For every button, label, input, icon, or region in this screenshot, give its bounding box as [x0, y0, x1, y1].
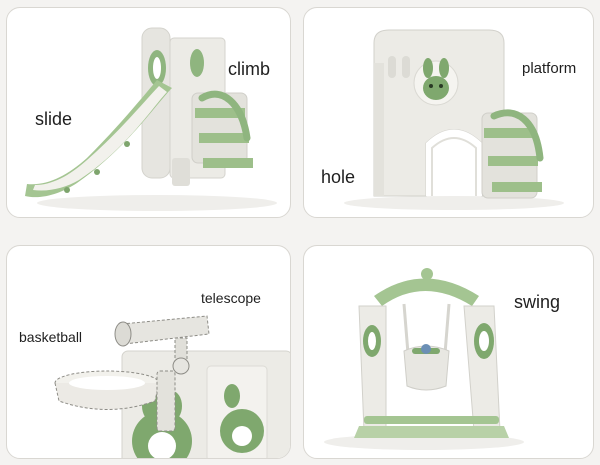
label-telescope: telescope	[201, 290, 261, 306]
label-basketball: basketball	[19, 329, 83, 345]
label-hole: hole	[321, 167, 356, 187]
panel-swing: swing	[303, 245, 594, 459]
telescope-basketball-illustration	[54, 315, 290, 458]
label-climb: climb	[228, 59, 271, 79]
label-slide: slide	[35, 109, 73, 129]
platform-illustration	[344, 29, 564, 210]
swing-illustration	[324, 268, 524, 450]
label-platform: platform	[522, 60, 577, 77]
panel-slide-climb: slide climb	[6, 7, 291, 218]
label-swing: swing	[514, 292, 561, 312]
panel-platform-hole: platform hole	[303, 7, 594, 218]
panel-telescope-basketball: telescope basketball	[6, 245, 291, 459]
slide-climber-illustration	[25, 27, 277, 211]
